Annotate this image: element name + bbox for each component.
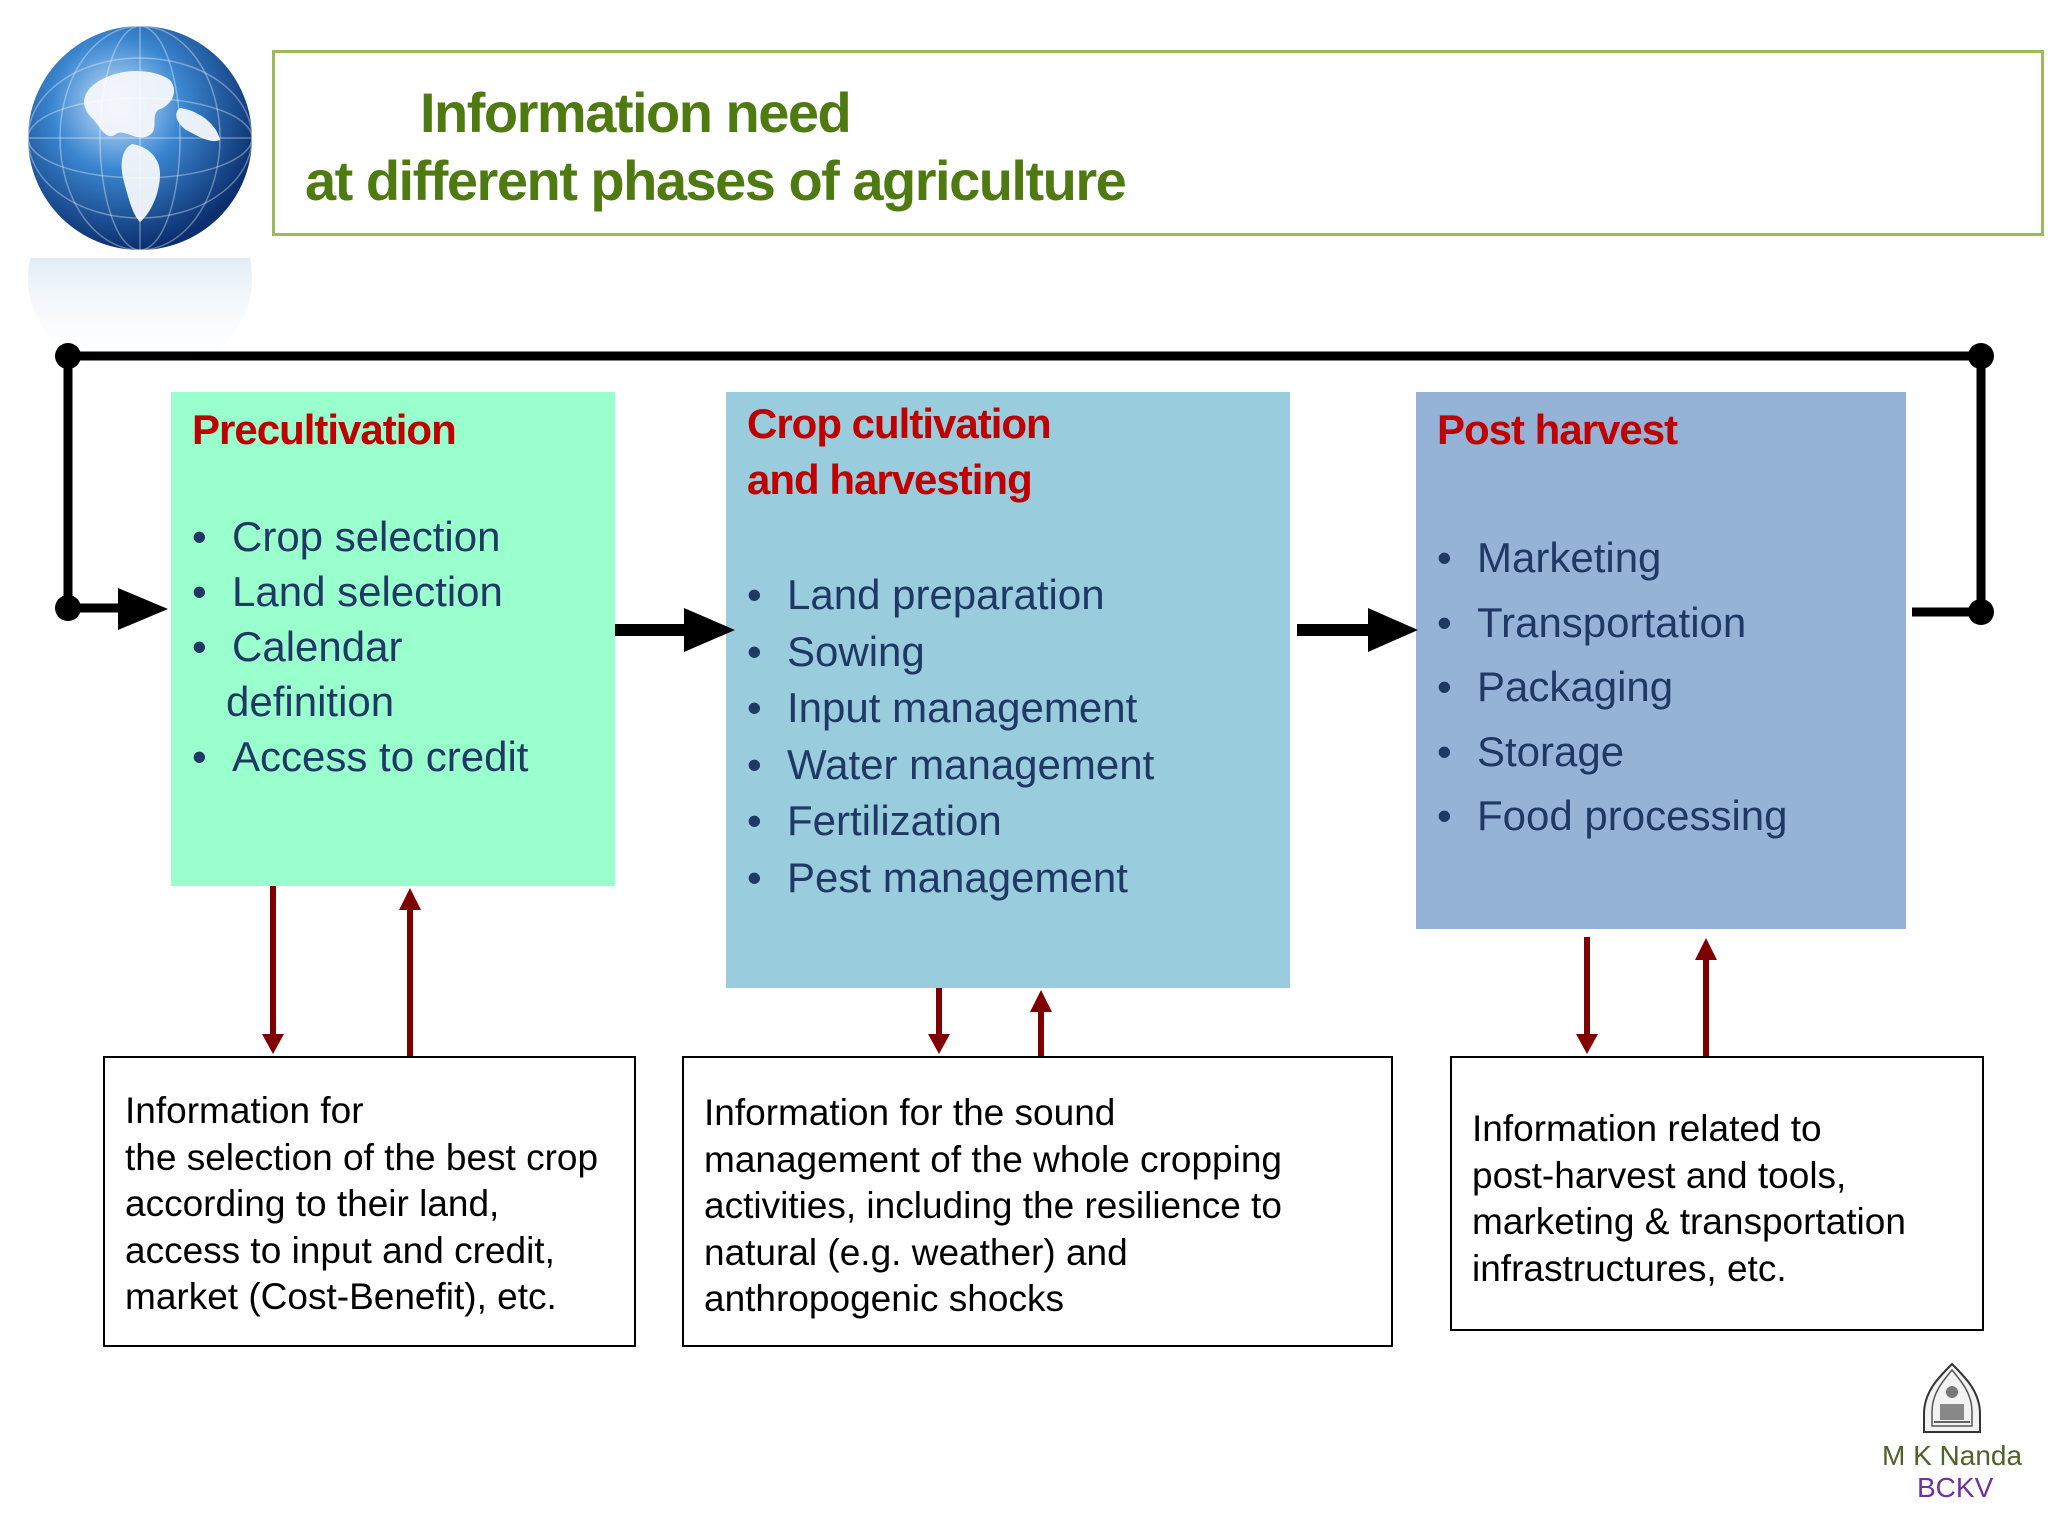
info-text: Information for the selection of the bes… (125, 1090, 599, 1317)
list-item: Sowing (747, 624, 1154, 681)
bullet-list: Land preparation Sowing Input management… (747, 567, 1154, 906)
globe-icon (27, 25, 253, 251)
info-box-precultivation: Information for the selection of the bes… (103, 1056, 636, 1347)
stage-title-line-2: and harvesting (747, 456, 1033, 503)
list-item: Water management (747, 737, 1154, 794)
title-line-1: Information need (420, 81, 852, 144)
stage-post-harvest: Post harvest Marketing Transportation Pa… (1416, 392, 1906, 929)
arrow-down-post-head (1576, 1034, 1598, 1054)
globe-reflection (28, 258, 252, 378)
arrow-crop-to-post-head (1368, 608, 1418, 652)
loop-node (55, 595, 81, 621)
list-item: Crop selection (192, 509, 528, 564)
arrow-down-crop-head (928, 1034, 950, 1054)
author-organization: BCKV (1917, 1472, 1994, 1503)
arrow-up-post-head (1695, 938, 1717, 960)
arrow-down-pre-head (262, 1034, 284, 1054)
list-item: Land selection (192, 564, 528, 619)
list-item: Fertilization (747, 793, 1154, 850)
author-name: M K Nanda (1882, 1440, 2023, 1471)
loop-node (55, 343, 81, 369)
info-text: Information related to post-harvest and … (1472, 1108, 1906, 1289)
title-line-2: at different phases of agriculture (305, 149, 1127, 212)
list-item: Storage (1437, 720, 1788, 785)
stage-precultivation: Precultivation Crop selection Land selec… (171, 392, 615, 886)
list-item: Land preparation (747, 567, 1154, 624)
list-item: Input management (747, 680, 1154, 737)
arrow-into-precultivation (118, 588, 168, 630)
arrow-pre-to-crop-head (684, 608, 735, 652)
list-item: Packaging (1437, 655, 1788, 720)
bullet-list: Crop selection Land selection Calendarde… (192, 509, 528, 784)
university-seal-icon (1923, 1362, 1981, 1433)
stage-title: Precultivation (192, 406, 457, 453)
stage-title: Post harvest (1437, 406, 1678, 453)
feedback-loop (63, 351, 1986, 617)
list-item: Access to credit (192, 729, 528, 784)
loop-node (1968, 599, 1994, 625)
loop-node (1968, 343, 1994, 369)
info-text: Information for the sound management of … (704, 1092, 1282, 1319)
list-item: Pest management (747, 850, 1154, 907)
list-item: Marketing (1437, 526, 1788, 591)
list-item: Transportation (1437, 591, 1788, 656)
bullet-list: Marketing Transportation Packaging Stora… (1437, 526, 1788, 849)
list-item: Food processing (1437, 784, 1788, 849)
stage-crop-cultivation: Crop cultivation and harvesting Land pre… (726, 392, 1290, 988)
stage-title-line-1: Crop cultivation (747, 400, 1052, 447)
arrow-up-crop-head (1030, 990, 1052, 1012)
title-banner (272, 50, 2044, 236)
info-box-crop-cultivation: Information for the sound management of … (682, 1056, 1393, 1347)
arrow-up-pre-head (399, 888, 421, 910)
info-box-post-harvest: Information related to post-harvest and … (1450, 1056, 1984, 1331)
